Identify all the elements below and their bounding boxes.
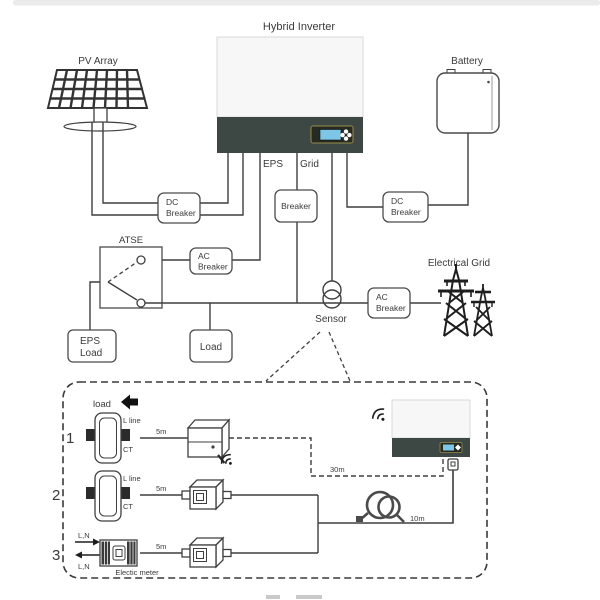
row2-cable-length: 5m <box>156 484 166 493</box>
wifi-icon <box>220 453 232 465</box>
ct-clamp-icon <box>86 412 130 464</box>
sensor-icon <box>322 280 342 309</box>
svg-text:DC: DC <box>391 196 403 206</box>
electric-meter-icon <box>99 539 138 567</box>
mini-inverter-icon <box>371 399 471 523</box>
cable-length-label: 10m <box>410 514 425 523</box>
callout-line-right <box>328 331 351 382</box>
usb-connector-icon <box>447 458 459 471</box>
sensor-detail-panel <box>62 381 488 579</box>
detail-load-label: load <box>93 399 111 410</box>
sensor-label: Sensor <box>315 314 347 325</box>
electrical-grid-label: Electrical Grid <box>428 258 490 269</box>
ln-in-arrow-icon <box>75 538 100 546</box>
battery-label: Battery <box>451 56 483 67</box>
ln-out-arrow-icon <box>75 551 100 559</box>
svg-text:AC: AC <box>198 251 210 261</box>
ac-breaker-grid: AC Breaker <box>367 287 411 319</box>
wireless-length-label: 30m <box>330 465 345 474</box>
eps-load-box: EPS Load <box>67 329 117 363</box>
wireless-meter-icon <box>186 418 232 465</box>
row1-ct-label: CT <box>123 445 133 454</box>
svg-text:Breaker: Breaker <box>391 207 421 217</box>
inverter-display <box>310 125 354 144</box>
svg-text:Load: Load <box>80 348 102 359</box>
callout-line-left <box>265 331 321 382</box>
row3-ln-in-label: L,N <box>78 531 90 540</box>
atse-switch: ATSE <box>99 235 163 309</box>
pv-array-label: PV Array <box>78 56 117 67</box>
hybrid-inverter-title: Hybrid Inverter <box>263 21 335 33</box>
grid-breaker: Breaker <box>274 189 318 223</box>
ac-breaker-atse: AC Breaker <box>189 247 233 275</box>
electric-meter-label: Electic meter <box>115 568 159 577</box>
row3-cable-length: 5m <box>156 542 166 551</box>
top-divider-bar <box>13 0 600 6</box>
row2-ct-label: CT <box>123 502 133 511</box>
dc-breaker-battery: DC Breaker <box>382 191 429 223</box>
row2-lline-label: L line <box>123 474 141 483</box>
load-direction-arrow-icon <box>121 394 138 410</box>
transmission-towers-icon <box>438 264 495 337</box>
cut-off-caption <box>266 595 322 599</box>
svg-text:Breaker: Breaker <box>281 201 311 211</box>
svg-text:Load: Load <box>200 342 222 353</box>
svg-text:Breaker: Breaker <box>166 208 196 218</box>
svg-text:EPS: EPS <box>80 336 100 347</box>
row3-ln-out-label: L,N <box>78 562 90 571</box>
row1-number: 1 <box>66 430 74 447</box>
connector-box-icon <box>181 478 232 511</box>
row1-cable-length: 5m <box>156 427 166 436</box>
grid-port-label: Grid <box>300 159 319 170</box>
pv-array-icon <box>46 69 149 132</box>
dc-breaker-pv: DC Breaker <box>157 192 201 224</box>
row3-number: 3 <box>52 547 60 564</box>
svg-text:DC: DC <box>166 197 178 207</box>
row2-number: 2 <box>52 487 60 504</box>
connector-box-icon <box>181 537 232 568</box>
svg-text:AC: AC <box>376 292 388 302</box>
coiled-cable-icon <box>356 490 405 523</box>
display-nav-button <box>340 129 352 141</box>
svg-text:Breaker: Breaker <box>198 262 228 272</box>
row1-lline-label: L line <box>123 416 141 425</box>
battery-icon <box>436 69 500 134</box>
svg-text:Breaker: Breaker <box>376 303 406 313</box>
wifi-icon <box>371 408 385 421</box>
load-box: Load <box>189 329 233 363</box>
wireless-30m-path <box>229 437 444 477</box>
atse-label: ATSE <box>119 235 143 246</box>
eps-port-label: EPS <box>263 159 283 170</box>
hybrid-inverter-icon <box>216 36 364 153</box>
